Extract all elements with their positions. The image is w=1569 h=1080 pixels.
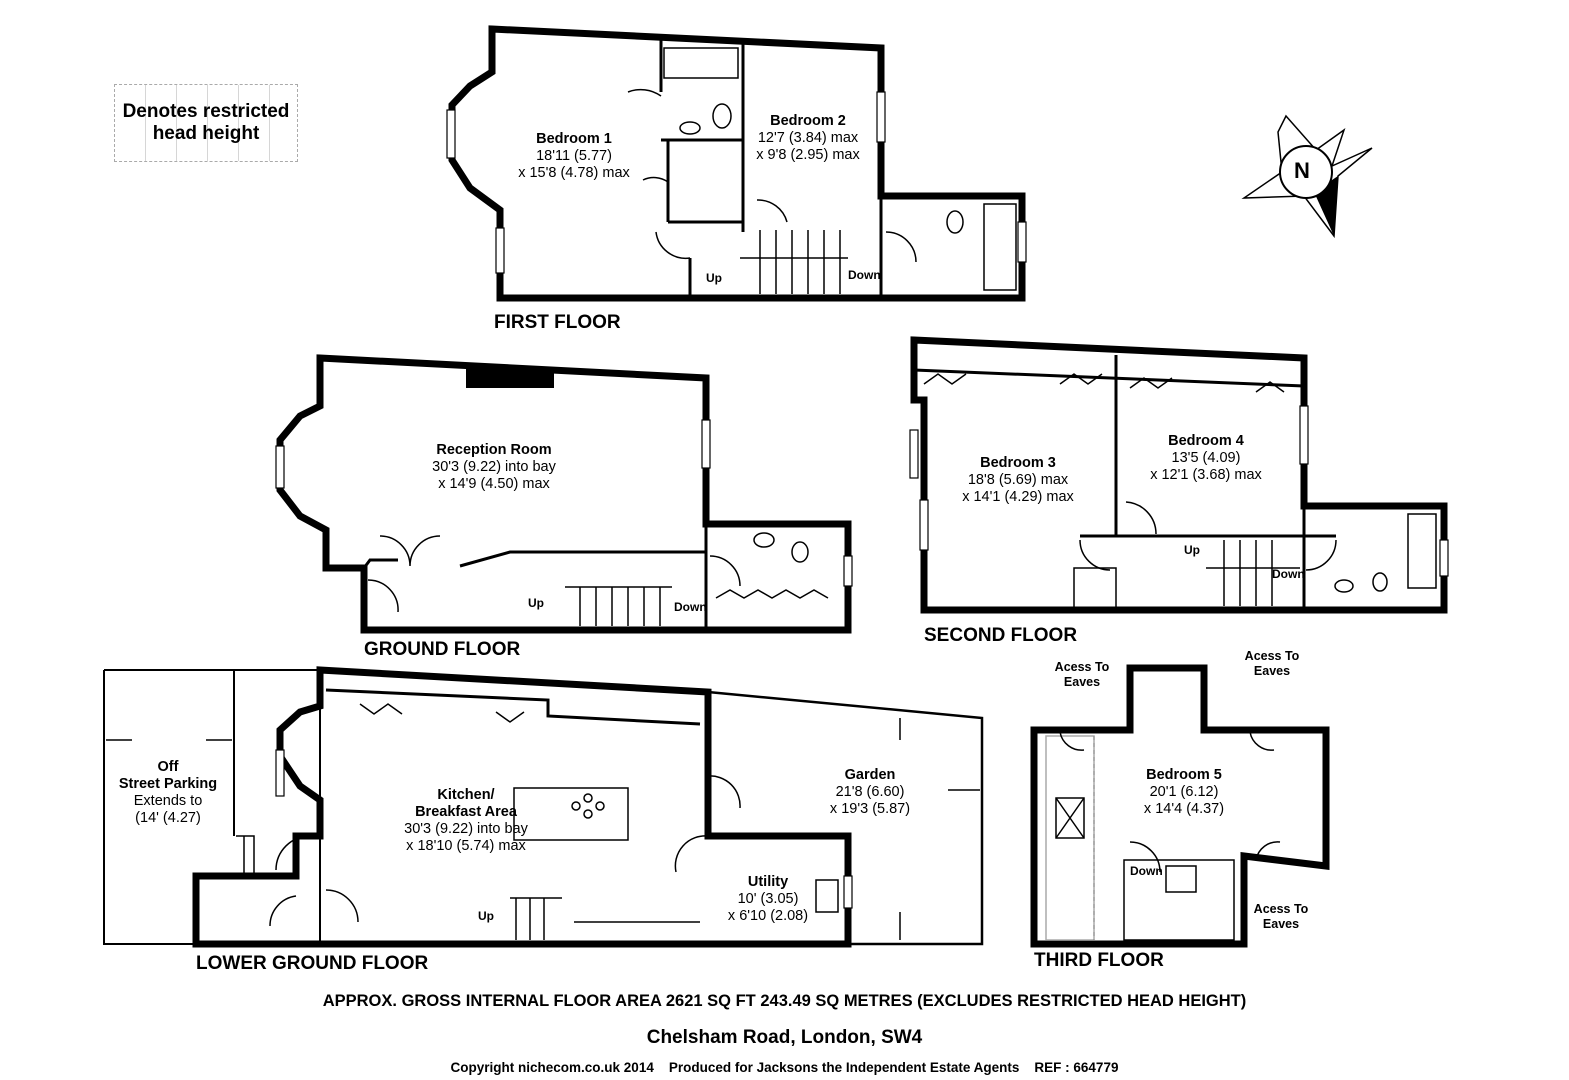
stairs-up-second: Up — [1184, 543, 1200, 557]
legend-line-2: head height — [152, 123, 260, 144]
legend-line-1: Denotes restricted — [122, 101, 290, 122]
gross-floor-area-note: APPROX. GROSS INTERNAL FLOOR AREA 2621 S… — [322, 992, 1247, 1010]
compass-rose — [1241, 114, 1373, 239]
eaves-line-2: Eaves — [1253, 664, 1291, 678]
room-dim: 12'7 (3.84) max — [757, 130, 859, 146]
eaves-access-label-2: Acess To Eaves — [1245, 649, 1300, 679]
room-name: Garden — [844, 767, 896, 783]
eaves-access-label-3: Acess To Eaves — [1254, 902, 1309, 932]
stairs-up-first: Up — [706, 271, 722, 285]
room-dim: x 15'8 (4.78) max — [518, 165, 630, 181]
stairs-down-second: Down — [1272, 567, 1305, 581]
room-label-bedroom-5: Bedroom 5 20'1 (6.12) x 14'4 (4.37) — [1144, 767, 1224, 818]
eaves-line-1: Acess To — [1054, 660, 1110, 674]
room-dim: x 6'10 (2.08) — [727, 908, 809, 924]
room-name: Off — [157, 759, 179, 775]
eaves-line-1: Acess To — [1244, 649, 1300, 663]
floor-title-lower-ground: LOWER GROUND FLOOR — [196, 953, 429, 974]
room-dim: x 19'3 (5.87) — [829, 801, 911, 817]
room-dim: 30'3 (9.22) into bay — [432, 459, 556, 475]
room-dim: Extends to — [133, 793, 203, 809]
room-label-bedroom-1: Bedroom 1 18'11 (5.77) x 15'8 (4.78) max — [518, 131, 630, 182]
second-floor-plan — [909, 336, 1449, 614]
room-label-utility: Utility 10' (3.05) x 6'10 (2.08) — [728, 874, 808, 925]
restricted-head-height-legend: Denotes restricted head height — [114, 84, 298, 162]
room-label-kitchen: Kitchen/ Breakfast Area 30'3 (9.22) into… — [404, 787, 528, 855]
property-address: Chelsham Road, London, SW4 — [646, 1027, 923, 1048]
room-label-bedroom-3: Bedroom 3 18'8 (5.69) max x 14'1 (4.29) … — [962, 455, 1074, 506]
eaves-line-2: Eaves — [1262, 917, 1300, 931]
room-dim: x 18'10 (5.74) max — [406, 838, 526, 854]
room-label-parking: Off Street Parking Extends to (14' (4.27… — [119, 759, 217, 827]
room-name: Reception Room — [436, 442, 552, 458]
room-dim: x 9'8 (2.95) max — [756, 147, 860, 163]
room-dim: x 12'1 (3.68) max — [1150, 467, 1262, 483]
room-label-bedroom-2: Bedroom 2 12'7 (3.84) max x 9'8 (2.95) m… — [756, 113, 860, 164]
room-name: Bedroom 4 — [1168, 433, 1244, 449]
room-label-garden: Garden 21'8 (6.60) x 19'3 (5.87) — [830, 767, 910, 818]
stairs-up-ground: Up — [528, 596, 544, 610]
legend-swatch — [115, 85, 297, 161]
room-dim: 18'11 (5.77) — [536, 148, 612, 164]
room-label-reception: Reception Room 30'3 (9.22) into bay x 14… — [432, 442, 556, 493]
room-dim: x 14'9 (4.50) max — [438, 476, 550, 492]
floor-title-ground: GROUND FLOOR — [364, 639, 521, 660]
stairs-down-ground: Down — [674, 600, 707, 614]
floor-title-third: THIRD FLOOR — [1034, 950, 1164, 971]
room-dim: x 14'4 (4.37) — [1143, 801, 1225, 817]
copyright-note: Copyright nichecom.co.uk 2014 Produced f… — [450, 1060, 1119, 1075]
compass-north-letter: N — [1294, 158, 1310, 183]
room-dim: 10' (3.05) — [737, 891, 799, 907]
room-name: Bedroom 3 — [980, 455, 1056, 471]
room-name: Bedroom 2 — [770, 113, 846, 129]
room-name: Utility — [747, 874, 789, 890]
first-floor-plan — [446, 25, 1027, 302]
room-dim: 13'5 (4.09) — [1171, 450, 1241, 466]
ground-floor-plan — [275, 354, 853, 634]
floor-title-second: SECOND FLOOR — [924, 625, 1078, 646]
room-name: Bedroom 1 — [536, 131, 612, 147]
room-name: Breakfast Area — [415, 804, 517, 820]
floor-title-first: FIRST FLOOR — [494, 312, 621, 333]
room-dim: (14' (4.27) — [135, 810, 201, 826]
legend-text: Denotes restricted head height — [115, 101, 297, 145]
stairs-down-first: Down — [848, 268, 881, 282]
stairs-down-third: Down — [1130, 864, 1163, 878]
room-dim: 21'8 (6.60) — [835, 784, 905, 800]
room-dim: 18'8 (5.69) max — [967, 472, 1069, 488]
room-name: Kitchen/ — [437, 787, 495, 803]
eaves-line-1: Acess To — [1253, 902, 1309, 916]
room-dim: 30'3 (9.22) into bay — [404, 821, 528, 837]
third-floor-plan — [1030, 664, 1330, 948]
room-dim: x 14'1 (4.29) max — [962, 489, 1074, 505]
eaves-line-2: Eaves — [1063, 675, 1101, 689]
room-name: Street Parking — [118, 776, 218, 792]
eaves-access-label-1: Acess To Eaves — [1055, 660, 1110, 690]
room-label-bedroom-4: Bedroom 4 13'5 (4.09) x 12'1 (3.68) max — [1150, 433, 1262, 484]
stairs-up-lower-ground: Up — [478, 909, 494, 923]
lower-ground-floor-plan — [103, 666, 984, 948]
room-name: Bedroom 5 — [1146, 767, 1222, 783]
room-dim: 20'1 (6.12) — [1149, 784, 1219, 800]
